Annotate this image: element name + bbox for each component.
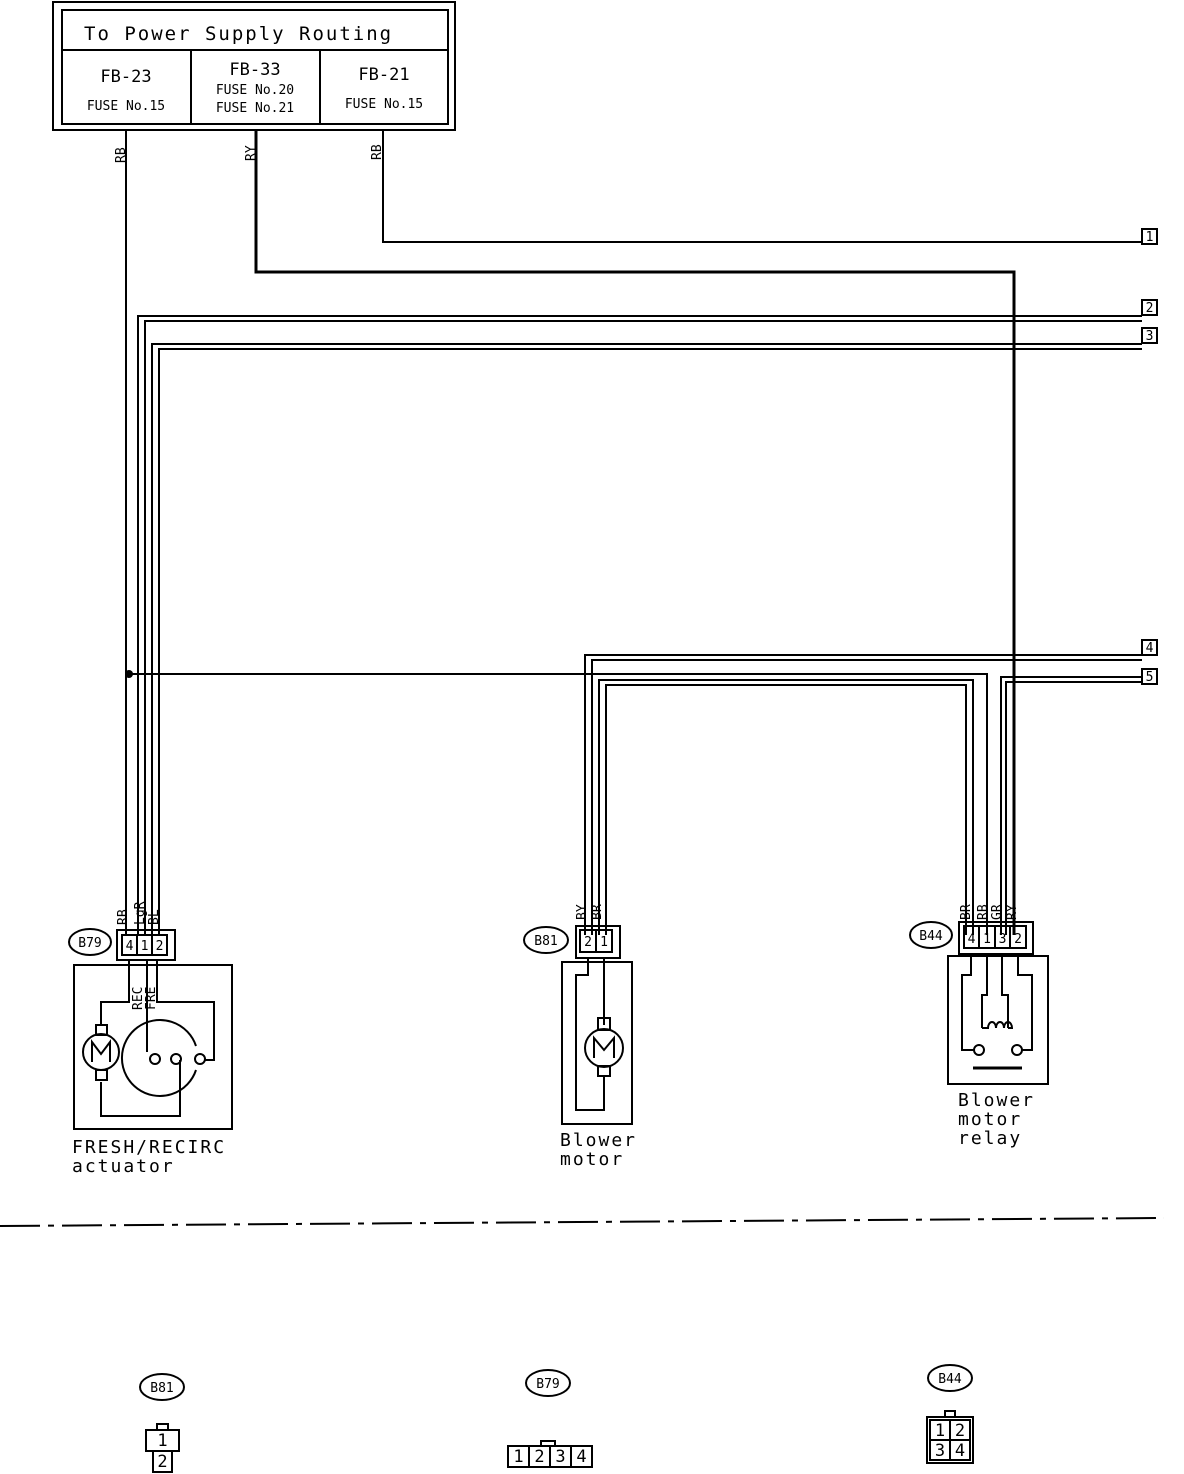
b81-connector-id: B81 — [534, 934, 557, 949]
cv-b79-pin-2: 2 — [534, 1447, 544, 1467]
actuator-label-line-1: FRESH/RECIRC — [72, 1137, 226, 1158]
terminal-3-label: 3 — [1146, 329, 1154, 344]
b44-wire-label-2: RB — [976, 904, 991, 920]
wire-bl-outer — [151, 343, 1142, 935]
wire-br-inner — [605, 684, 967, 935]
relay-label-line-2: motor — [958, 1109, 1022, 1130]
b44-wire-label-4: RY — [1005, 904, 1020, 920]
terminal-4 — [1141, 639, 1158, 656]
b81-connector-housing — [575, 925, 621, 959]
b79-cam-switch-icon — [120, 1019, 197, 1097]
relay-label-line-1: Blower — [958, 1090, 1035, 1111]
fresh-recirc-actuator: RB LgR BL B79 4 1 2 REC FRE FRESH/RECIRC… — [68, 901, 233, 1177]
terminal-1-label: 1 — [1146, 230, 1154, 245]
terminal-4-label: 4 — [1146, 641, 1154, 656]
wire-gr-outer — [1000, 676, 1142, 935]
fb23-fuse: FUSE No.15 — [87, 99, 165, 114]
wire-lgr-outer — [137, 315, 1142, 935]
connector-view-b81: B81 1 2 — [139, 1373, 185, 1473]
wire-br-outer — [598, 679, 974, 935]
cv-b79-pin-4: 4 — [576, 1447, 586, 1467]
cv-b79-id: B79 — [536, 1377, 559, 1392]
b81-wire-label-1: BY — [575, 904, 590, 920]
wire-lgr-inner — [144, 320, 1142, 935]
b81-pin-2: 2 — [584, 935, 592, 950]
cv-b81-id: B81 — [150, 1381, 173, 1396]
fb23-label: FB-23 — [100, 67, 151, 87]
b44-pin-2: 2 — [1014, 932, 1022, 947]
connector-view-b44: B44 1 2 3 4 — [926, 1364, 974, 1464]
b44-pin-1: 1 — [983, 932, 991, 947]
cv-b44-pin-1: 1 — [935, 1421, 945, 1441]
b81-motor-icon — [584, 1028, 624, 1068]
b44-connector-badge — [909, 921, 953, 949]
header-inner-frame — [61, 9, 449, 125]
b79-pin-4: 4 — [126, 939, 134, 954]
wire-rb-junction-relay — [129, 673, 988, 935]
b79-body — [73, 964, 233, 1130]
b79-rec-label: REC — [131, 987, 146, 1010]
fb21-fuse: FUSE No.15 — [345, 97, 423, 112]
fb33-fuse-20: FUSE No.20 — [216, 83, 294, 98]
wires — [125, 130, 1142, 935]
cv-b44-pin-2: 2 — [955, 1421, 965, 1441]
b81-wire-label-2: BR — [590, 904, 605, 920]
terminal-5 — [1141, 668, 1158, 685]
wire-ry-relay — [254, 130, 1016, 935]
fb21-label: FB-21 — [358, 65, 409, 85]
cv-b81-pin-2: 2 — [157, 1452, 167, 1472]
terminal-1 — [1141, 228, 1158, 245]
wire-rb-terminal-1 — [382, 130, 1142, 243]
b44-connector-housing — [958, 921, 1034, 955]
b79-wire-label-3: BL — [147, 909, 162, 925]
b81-pin-1: 1 — [600, 935, 608, 950]
terminal-3 — [1141, 327, 1158, 344]
wire-bl-inner — [158, 348, 1142, 935]
wire-by-outer — [584, 654, 1142, 935]
b81-connector-badge — [523, 926, 569, 954]
cv-b79-pin-1: 1 — [513, 1447, 523, 1467]
cv-b79-pin-3: 3 — [555, 1447, 565, 1467]
wire-gr-inner — [1005, 681, 1142, 935]
terminal-2 — [1141, 299, 1158, 316]
fb33-label: FB-33 — [229, 60, 280, 80]
b44-connector-id: B44 — [919, 929, 943, 944]
blower-motor: BY BR B81 2 1 Blower motor — [523, 904, 637, 1170]
power-supply-routing-box: To Power Supply Routing FB-23 FUSE No.15… — [52, 1, 456, 131]
header-title: To Power Supply Routing — [84, 23, 393, 45]
b79-connector-id: B79 — [78, 936, 101, 951]
section-divider — [0, 1217, 1165, 1227]
wire-by-inner — [591, 659, 1142, 935]
b79-pin-2: 2 — [156, 939, 164, 954]
cv-b44-id: B44 — [938, 1372, 962, 1387]
blower-label-line-2: motor — [560, 1149, 624, 1170]
b44-pin-4: 4 — [968, 932, 976, 947]
b44-pin-3: 3 — [999, 932, 1007, 947]
relay-label-line-3: relay — [958, 1128, 1022, 1149]
blower-motor-relay: BR RB GR RY B44 4 1 3 2 Blower motor rel… — [909, 904, 1049, 1149]
blower-label-line-1: Blower — [560, 1130, 637, 1151]
b81-body — [561, 961, 633, 1125]
cv-b44-pin-4: 4 — [955, 1441, 965, 1461]
b44-coil-icon — [982, 1021, 1014, 1029]
terminal-5-label: 5 — [1146, 670, 1154, 685]
fb33-fuse-21: FUSE No.21 — [216, 101, 294, 116]
b79-wire-label-1: RB — [116, 909, 131, 925]
cv-b81-pin-1: 1 — [157, 1431, 167, 1451]
terminal-2-label: 2 — [1146, 301, 1154, 316]
b79-wire-label-2: LgR — [133, 901, 148, 925]
actuator-label-line-2: actuator — [72, 1156, 175, 1177]
b44-body — [947, 955, 1049, 1085]
b44-wire-label-3: GR — [990, 904, 1005, 920]
header-outer-frame — [52, 1, 456, 131]
connector-view-b79: B79 1 2 3 4 — [507, 1369, 593, 1468]
wire-label-rb-right: RB — [370, 144, 385, 160]
cv-b44-pin-3: 3 — [935, 1441, 945, 1461]
b79-motor-icon — [82, 1033, 120, 1071]
b79-connector-badge — [68, 928, 112, 956]
b79-pin-1: 1 — [141, 939, 149, 954]
terminals: 1 2 3 4 5 — [1141, 228, 1158, 685]
b44-wire-label-1: BR — [959, 904, 974, 920]
